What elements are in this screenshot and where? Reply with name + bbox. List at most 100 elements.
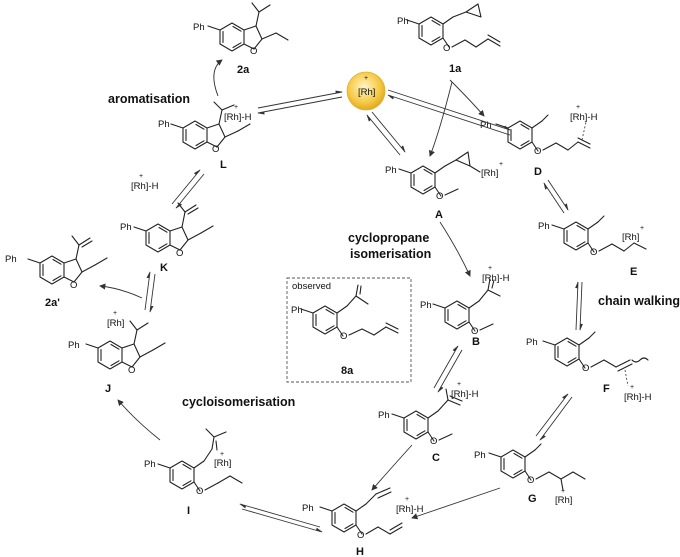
ph-8a: Ph xyxy=(291,305,303,316)
o-2a: O xyxy=(250,46,257,57)
o-8a: O xyxy=(340,331,347,342)
rh-G: [Rh] xyxy=(555,495,572,506)
o-A: O xyxy=(436,191,443,202)
plus-D: + xyxy=(576,104,580,111)
intermediate-A: [Rh] + O Ph A xyxy=(385,151,503,221)
plus-J: + xyxy=(113,310,117,317)
observed-box: observed O Ph 8a xyxy=(286,277,412,383)
o-2ap: O xyxy=(70,280,77,291)
ph-C: Ph xyxy=(378,410,390,421)
ph-I: Ph xyxy=(144,459,156,470)
label-G: G xyxy=(528,493,537,505)
plus-B: + xyxy=(488,265,492,272)
intermediate-F: O [Rh]-H + Ph F xyxy=(526,331,652,403)
plus-L: + xyxy=(234,104,238,111)
ph-L: Ph xyxy=(158,119,170,130)
ph-F: Ph xyxy=(526,337,538,348)
compound-2a: O Ph 2a xyxy=(193,2,289,76)
o-K: O xyxy=(176,248,183,259)
o-B: O xyxy=(471,326,478,337)
ph-2ap: Ph xyxy=(5,254,17,265)
rh-A: [Rh] xyxy=(481,168,498,179)
o-F: O xyxy=(582,363,589,374)
title-cycloisomerisation: cycloisomerisation xyxy=(182,395,295,409)
label-8a: 8a xyxy=(341,365,354,377)
ph-D: Ph xyxy=(480,120,492,131)
intermediate-J: [Rh] + O Ph J xyxy=(68,310,166,395)
rhh-L: [Rh]-H xyxy=(224,112,252,123)
rh-I: [Rh] xyxy=(214,458,231,469)
reaction-arrows xyxy=(99,59,583,533)
label-1a: 1a xyxy=(449,63,462,75)
observed-label: observed xyxy=(292,281,331,292)
label-A: A xyxy=(435,209,443,221)
rh-J: [Rh] xyxy=(107,318,124,329)
rhh-C: [Rh]-H xyxy=(451,389,479,400)
rh-catalyst: [Rh] + xyxy=(346,71,386,111)
rhh-D: [Rh]-H xyxy=(570,112,598,123)
title-cyclopropane: cyclopropane xyxy=(348,231,429,245)
ph-A: Ph xyxy=(385,165,397,176)
ph-1a: Ph xyxy=(397,16,409,27)
title-chain-walking: chain walking xyxy=(598,294,680,308)
label-J: J xyxy=(105,383,111,395)
intermediate-L: [Rh]-H + O Ph L xyxy=(158,101,252,171)
ph-E: Ph xyxy=(538,221,550,232)
intermediate-D: O [Rh]-H + Ph D xyxy=(480,104,598,178)
plus-A: + xyxy=(499,161,503,168)
rh-E: [Rh] xyxy=(622,232,639,243)
label-L: L xyxy=(220,159,227,171)
title-aromatisation: aromatisation xyxy=(108,92,190,106)
label-F: F xyxy=(603,383,610,395)
rhh-K: [Rh]-H xyxy=(131,181,159,192)
ph-2a: Ph xyxy=(193,22,205,33)
rhh-F: [Rh]-H xyxy=(624,392,652,403)
intermediate-G: O [Rh] + Ph G xyxy=(474,443,586,506)
label-K: K xyxy=(160,262,168,274)
o-I: O xyxy=(196,486,203,497)
o-H: O xyxy=(357,530,364,541)
ph-B: Ph xyxy=(420,300,432,311)
label-I: I xyxy=(187,505,190,517)
intermediate-B: [Rh]-H + O Ph B xyxy=(420,265,510,348)
plus-F: + xyxy=(630,384,634,391)
label-2a: 2a xyxy=(237,64,250,76)
ph-K: Ph xyxy=(120,222,132,233)
o-C: O xyxy=(430,436,437,447)
rhh-H: [Rh]-H xyxy=(396,504,424,515)
plus-G: + xyxy=(561,488,565,495)
intermediate-K: [Rh]-H + O Ph K xyxy=(120,173,214,274)
plus-H: + xyxy=(405,496,409,503)
o-J: O xyxy=(128,365,135,376)
label-E: E xyxy=(630,266,637,278)
label-H: H xyxy=(356,546,364,557)
o-L: O xyxy=(212,144,219,155)
rhh-B: [Rh]-H xyxy=(482,273,510,284)
o-E: O xyxy=(590,247,597,258)
label-2ap: 2a' xyxy=(45,297,60,309)
label-B: B xyxy=(472,336,480,348)
label-C: C xyxy=(432,452,440,464)
ph-J: Ph xyxy=(68,340,80,351)
intermediate-I: [Rh] + O Ph I xyxy=(144,428,243,517)
catalyst-charge: + xyxy=(364,75,368,82)
ph-H: Ph xyxy=(302,503,314,514)
o-G: O xyxy=(527,475,534,486)
plus-I: + xyxy=(220,451,224,458)
intermediate-C: [Rh]-H + O Ph C xyxy=(378,381,479,464)
intermediate-H: [Rh]-H + O Ph H xyxy=(302,487,424,557)
plus-E: + xyxy=(640,225,644,232)
catalyst-label: [Rh] xyxy=(358,87,375,98)
o-D: O xyxy=(534,146,541,157)
o-1a: O xyxy=(443,43,450,54)
compound-1a: O Ph 1a xyxy=(397,3,501,75)
compound-2a-prime: O Ph 2a' xyxy=(5,235,108,309)
plus-C: + xyxy=(457,381,461,388)
label-D: D xyxy=(534,166,542,178)
intermediate-E: O [Rh] + Ph E xyxy=(538,215,647,278)
title-isomerisation: isomerisation xyxy=(350,247,431,261)
ph-G: Ph xyxy=(474,450,486,461)
plus-K: + xyxy=(139,173,143,180)
